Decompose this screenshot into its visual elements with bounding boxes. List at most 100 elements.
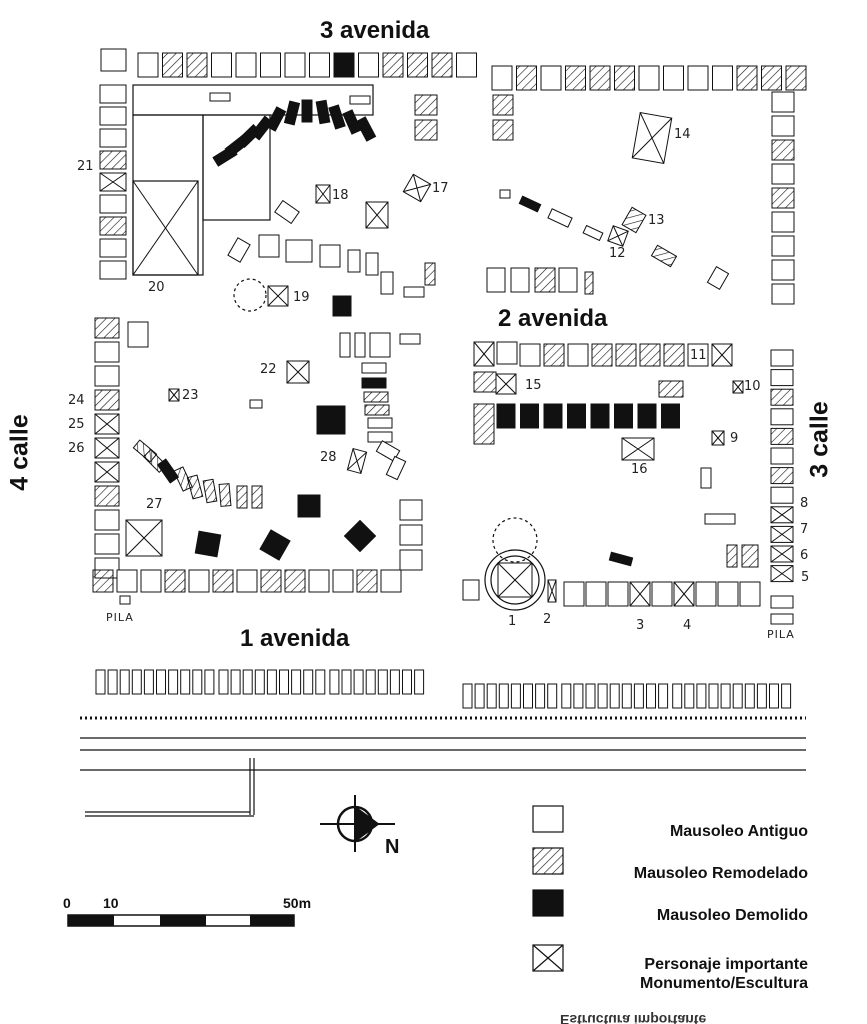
cross-mark <box>125 519 163 557</box>
mausoleo-antiguo <box>510 683 521 709</box>
mausoleo-antiguo <box>781 683 792 709</box>
cross-mark <box>286 360 310 384</box>
mausoleo-antiguo <box>266 669 277 695</box>
mausoleo-remodelado <box>726 544 738 568</box>
mausoleo-remodelado <box>516 65 537 91</box>
mausoleo-antiguo <box>284 52 306 78</box>
personaje-importante <box>132 180 199 276</box>
mausoleo-antiguo <box>558 267 578 293</box>
site-number: 15 <box>525 378 542 393</box>
mausoleo-remodelado <box>364 404 390 416</box>
mausoleo-antiguo <box>573 683 584 709</box>
mausoleo-demolido <box>496 403 516 429</box>
mausoleo-remodelado <box>771 187 795 209</box>
mausoleo-antiguo <box>732 683 743 709</box>
mausoleo-antiguo <box>547 208 573 228</box>
mausoleo-antiguo <box>99 106 127 126</box>
mausoleo-antiguo <box>498 683 509 709</box>
cross-mark <box>495 373 517 395</box>
scale-label-50: 50m <box>283 895 312 911</box>
mausoleo-antiguo <box>567 343 589 367</box>
mausoleo-remodelado <box>414 119 438 141</box>
mausoleo-remodelado <box>771 139 795 161</box>
mausoleo-antiguo <box>771 283 795 305</box>
mausoleo-demolido <box>328 104 346 130</box>
cross-mark <box>315 184 331 204</box>
mausoleo-antiguo <box>769 683 779 709</box>
mausoleo-demolido <box>342 109 362 135</box>
mausoleo-antiguo <box>380 271 394 295</box>
site-number: 6 <box>800 548 809 563</box>
mausoleo-antiguo <box>402 669 412 695</box>
mausoleo-antiguo <box>100 48 127 72</box>
mausoleo-remodelado <box>218 483 232 507</box>
mausoleo-antiguo <box>462 579 480 601</box>
site-number: 10 <box>744 379 761 394</box>
mausoleo-demolido <box>614 403 633 429</box>
legend-label-personaje: Personaje importante Monumento/Escultura <box>639 956 808 992</box>
mausoleo-antiguo <box>744 683 755 709</box>
mausoleo-antiguo <box>770 613 794 625</box>
site-number: 3 <box>636 618 645 633</box>
mausoleo-antiguo <box>332 569 354 593</box>
mausoleo-remodelado <box>164 569 186 593</box>
mausoleo-demolido <box>332 295 352 317</box>
mausoleo-remodelado <box>202 478 218 504</box>
mausoleo-antiguo <box>771 91 795 113</box>
mausoleo-antiguo <box>672 683 683 709</box>
mausoleo-antiguo <box>367 417 393 429</box>
mausoleo-antiguo <box>369 332 391 358</box>
mausoleo-antiguo <box>717 581 739 607</box>
mausoleo-antiguo <box>365 669 376 695</box>
mausoleo-antiguo <box>211 52 232 78</box>
mausoleo-remodelado <box>260 569 282 593</box>
mausoleo-demolido <box>520 403 539 429</box>
mausoleo-antiguo <box>770 349 794 367</box>
mausoleo-demolido <box>355 116 377 142</box>
site-number: 22 <box>260 362 277 377</box>
mausoleo-remodelado <box>761 65 782 91</box>
legend-label-antiguo: Mausoleo Antiguo <box>669 823 808 840</box>
site-number: 25 <box>68 417 85 432</box>
mausoleo-antiguo <box>651 581 673 607</box>
mausoleo-antiguo <box>291 669 302 695</box>
mausoleo-remodelado <box>621 206 647 234</box>
mausoleo-antiguo <box>258 234 280 258</box>
mausoleo-antiguo <box>547 683 558 709</box>
mausoleo-antiguo <box>319 244 341 268</box>
mausoleo-antiguo <box>94 533 120 555</box>
site-number: 4 <box>683 618 692 633</box>
site-number: 13 <box>648 213 665 228</box>
mausoleo-demolido <box>316 405 346 435</box>
mausoleo-antiguo <box>236 569 258 593</box>
mausoleo-antiguo <box>486 683 497 709</box>
mausoleo-remodelado <box>99 150 127 170</box>
mausoleo-antiguo <box>279 669 289 695</box>
mausoleo-remodelado <box>473 371 497 393</box>
mausoleo-remodelado <box>356 569 378 593</box>
mausoleo-antiguo <box>474 683 485 709</box>
mausoleo-antiguo <box>377 669 388 695</box>
mausoleo-antiguo <box>94 341 120 363</box>
mausoleo-antiguo <box>99 194 127 214</box>
mausoleo-demolido <box>333 52 355 78</box>
cross-mark <box>673 581 695 607</box>
cross-mark <box>403 183 431 193</box>
mausoleo-antiguo <box>399 524 423 546</box>
mausoleo-demolido <box>343 519 377 553</box>
mausoleo-remodelado <box>650 244 678 268</box>
cross-mark <box>547 579 557 603</box>
scale-label-10: 10 <box>103 895 119 911</box>
mausoleo-remodelado <box>186 52 208 78</box>
mausoleo-antiguo <box>770 486 794 504</box>
mausoleo-antiguo <box>274 199 300 225</box>
mausoleo-remodelado <box>584 271 594 295</box>
mausoleo-antiguo <box>607 581 629 607</box>
cross-mark <box>770 506 794 524</box>
mausoleo-antiguo <box>739 581 761 607</box>
mausoleo-remodelado <box>473 403 495 445</box>
mausoleo-antiguo <box>188 569 210 593</box>
site-number: 8 <box>800 496 809 511</box>
mausoleo-antiguo <box>535 683 546 709</box>
mausoleo-antiguo <box>143 669 154 695</box>
